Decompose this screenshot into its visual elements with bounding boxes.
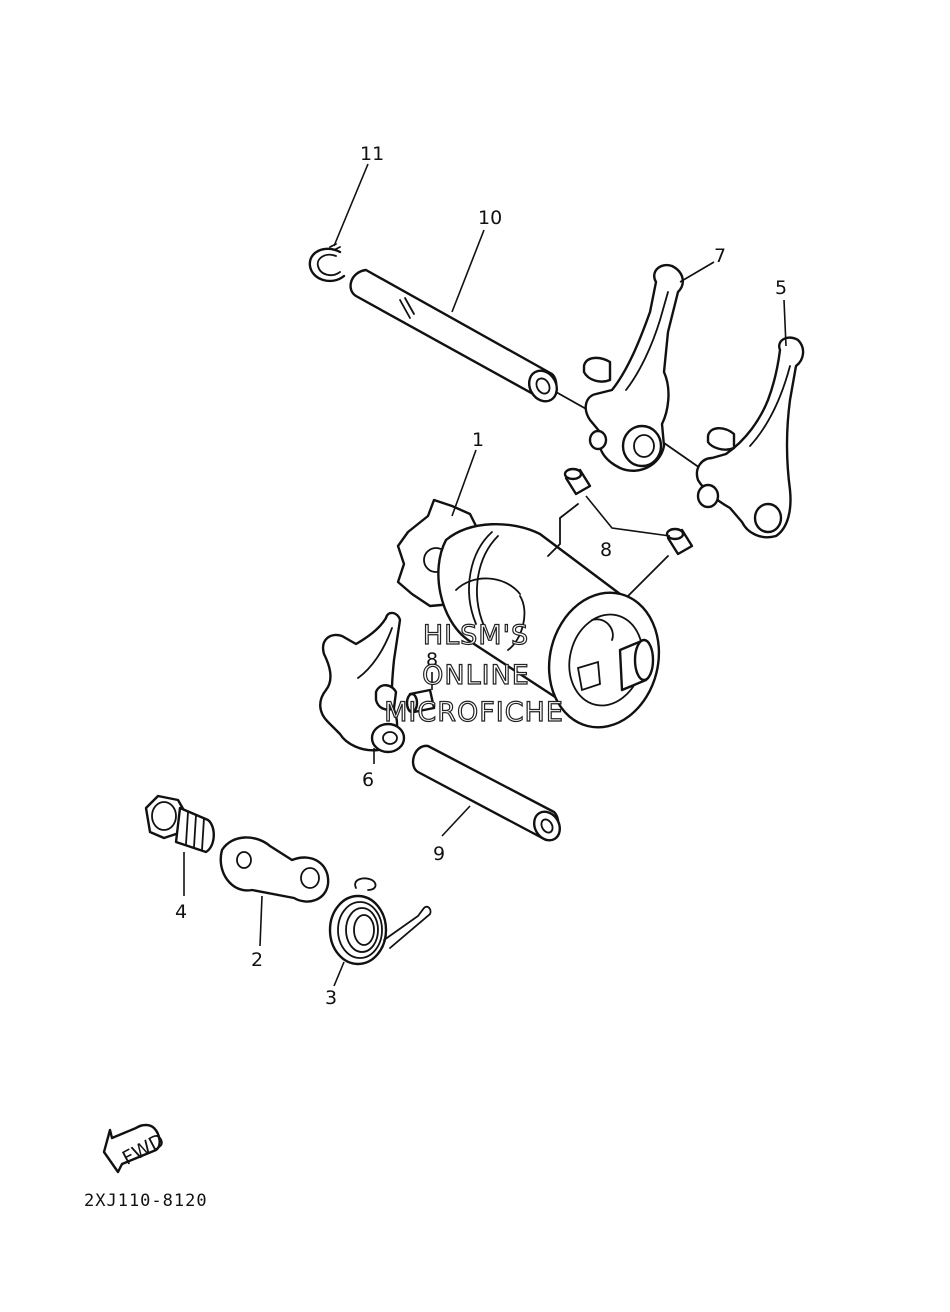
part-2-stopper-lever[interactable] (219, 836, 330, 903)
callout-2: 2 (251, 949, 263, 971)
watermark-line-3: MICROFICHE (384, 697, 564, 728)
leader-lines (183, 163, 787, 987)
drum-fork-line-1 (547, 503, 579, 557)
callout-8-lower: 8 (426, 649, 438, 671)
part-7-shift-fork[interactable] (582, 263, 684, 472)
part-9-guide-bar[interactable] (411, 744, 565, 845)
part-4-bolt[interactable] (144, 794, 215, 854)
part-3-torsion-spring[interactable] (328, 877, 432, 966)
callout-7: 7 (714, 245, 726, 267)
guide-bar-axis-line (555, 391, 589, 411)
callout-9: 9 (433, 843, 445, 865)
part-6-shift-fork[interactable] (319, 611, 406, 754)
part-8-dowel-pin-lower[interactable] (405, 688, 436, 714)
part-5-shift-fork[interactable] (695, 336, 805, 539)
drum-fork-line-2 (627, 555, 669, 597)
callout-8-upper: 8 (600, 539, 612, 561)
callout-1: 1 (472, 429, 484, 451)
watermark-line-1: HLSM'S (423, 620, 529, 651)
part-1-shift-drum[interactable] (396, 498, 673, 739)
callout-5: 5 (775, 277, 787, 299)
watermark: HLSM'S ONLINE MICROFICHE (383, 619, 564, 728)
part-11-circlip[interactable] (308, 243, 346, 283)
part-8-dowel-pins[interactable] (563, 467, 694, 556)
callout-6: 6 (362, 769, 374, 791)
callouts: 11 10 7 5 1 8 8 6 9 4 2 3 (175, 143, 787, 1009)
callout-11: 11 (360, 143, 384, 165)
watermark-line-2: ONLINE (422, 660, 530, 691)
forward-arrow-icon: FWD (102, 1123, 168, 1174)
part-10-guide-bar[interactable] (349, 268, 563, 406)
callout-3: 3 (325, 987, 337, 1009)
diagram-code: 2XJ110-8120 (84, 1191, 208, 1211)
callout-4: 4 (175, 901, 187, 923)
callout-10: 10 (478, 207, 502, 229)
